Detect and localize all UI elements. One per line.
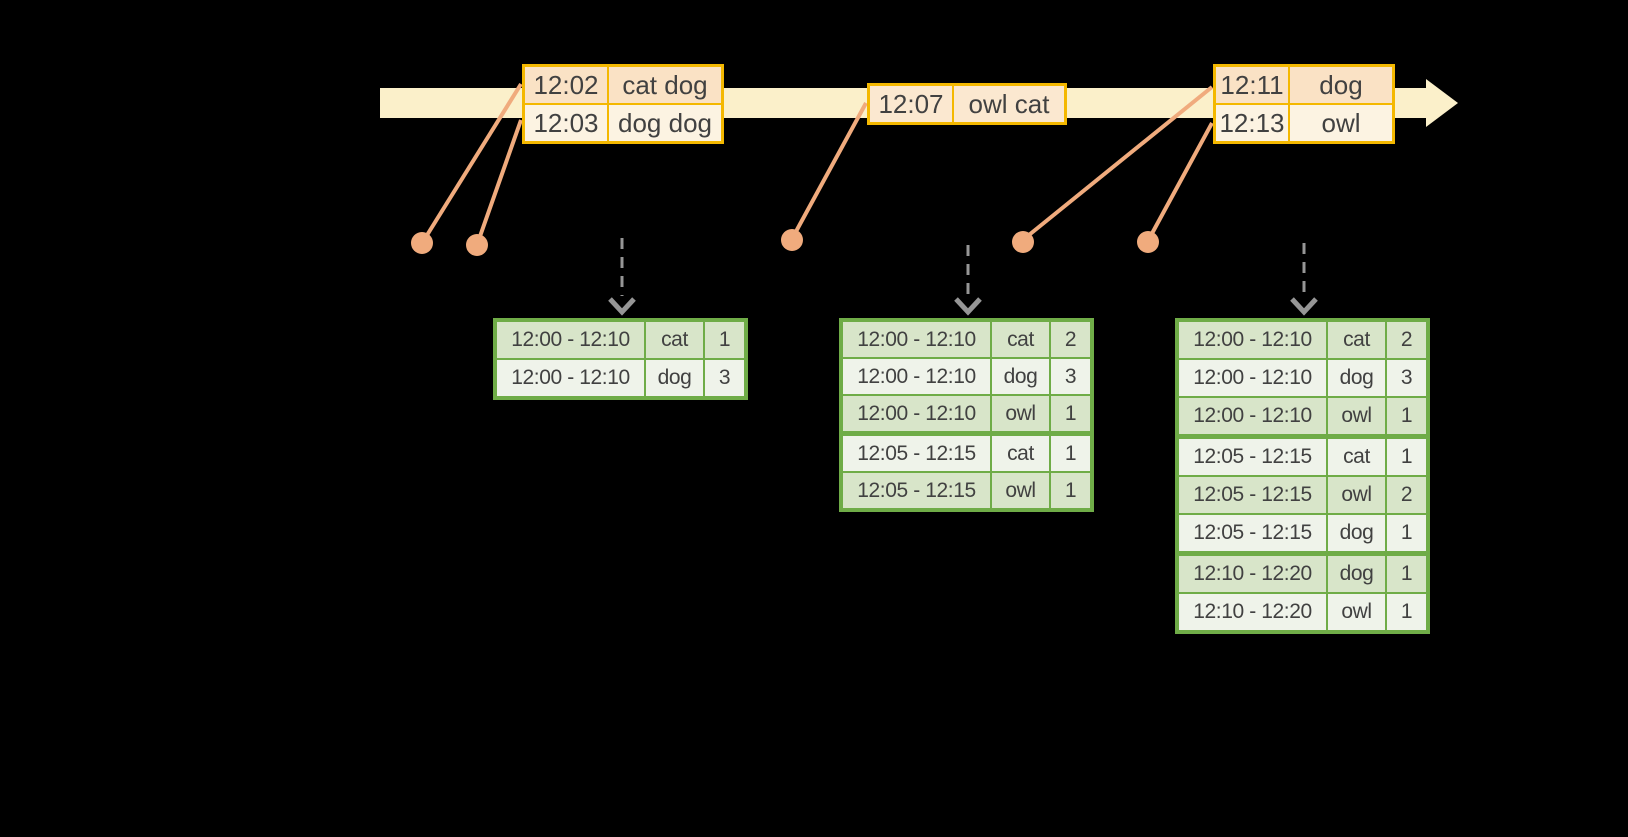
count-cell: 2 — [1387, 322, 1426, 358]
timeline-arrowhead-icon — [1426, 79, 1458, 127]
trigger-arrowhead-icon — [1290, 297, 1318, 316]
count-cell: 1 — [1387, 398, 1426, 434]
word-cell: owl — [1328, 477, 1385, 513]
event-dot — [1012, 231, 1034, 253]
count-cell: 2 — [1051, 322, 1090, 357]
event-time-cell: 12:07 — [870, 86, 952, 122]
window-cell: 12:00 - 12:10 — [1179, 322, 1326, 358]
count-cell: 1 — [1051, 473, 1090, 508]
window-cell: 12:05 - 12:15 — [843, 473, 990, 508]
event-dot — [781, 229, 803, 251]
event-words-cell: dog — [1290, 67, 1392, 103]
trigger-arrowhead-icon — [954, 297, 982, 316]
event-words-cell: dog dog — [609, 105, 721, 141]
event-dot — [411, 232, 433, 254]
count-cell: 1 — [1387, 439, 1426, 475]
trigger-arrowhead-icon — [608, 297, 636, 316]
word-cell: owl — [1328, 594, 1385, 630]
event-words-cell: cat dog — [609, 67, 721, 103]
event-connector-line — [476, 119, 523, 243]
word-cell: dog — [1328, 515, 1385, 551]
count-cell: 1 — [705, 322, 744, 358]
event-words-cell: owl cat — [954, 86, 1064, 122]
window-cell: 12:00 - 12:10 — [497, 322, 644, 358]
word-cell: cat — [1328, 439, 1385, 475]
window-cell: 12:00 - 12:10 — [1179, 360, 1326, 396]
event-connector-line — [1022, 85, 1214, 241]
word-cell: owl — [1328, 398, 1385, 434]
count-cell: 3 — [705, 360, 744, 396]
count-cell: 3 — [1387, 360, 1426, 396]
event-time-cell: 12:11 — [1216, 67, 1288, 103]
count-cell: 2 — [1387, 477, 1426, 513]
window-cell: 12:05 - 12:15 — [1179, 439, 1326, 475]
event-dot — [1137, 231, 1159, 253]
word-cell: owl — [992, 396, 1049, 431]
event-connector-line — [422, 82, 523, 242]
window-cell: 12:00 - 12:10 — [1179, 398, 1326, 434]
word-cell: dog — [1328, 556, 1385, 592]
window-cell: 12:05 - 12:15 — [1179, 515, 1326, 551]
count-cell: 1 — [1387, 556, 1426, 592]
window-cell: 12:05 - 12:15 — [843, 436, 990, 471]
event-words-cell: owl — [1290, 105, 1392, 141]
count-cell: 1 — [1051, 396, 1090, 431]
window-cell: 12:00 - 12:10 — [843, 396, 990, 431]
word-cell: dog — [646, 360, 703, 396]
count-cell: 1 — [1387, 515, 1426, 551]
count-cell: 1 — [1051, 436, 1090, 471]
word-cell: cat — [1328, 322, 1385, 358]
window-cell: 12:00 - 12:10 — [843, 359, 990, 394]
count-cell: 1 — [1387, 594, 1426, 630]
word-cell: dog — [1328, 360, 1385, 396]
window-cell: 12:05 - 12:15 — [1179, 477, 1326, 513]
word-cell: cat — [992, 322, 1049, 357]
event-time-cell: 12:03 — [525, 105, 607, 141]
event-time-cell: 12:02 — [525, 67, 607, 103]
window-cell: 12:00 - 12:10 — [497, 360, 644, 396]
event-dot — [466, 234, 488, 256]
window-cell: 12:00 - 12:10 — [843, 322, 990, 357]
event-connector-line — [1147, 122, 1214, 240]
word-cell: dog — [992, 359, 1049, 394]
word-cell: owl — [992, 473, 1049, 508]
event-time-cell: 12:13 — [1216, 105, 1288, 141]
word-cell: cat — [992, 436, 1049, 471]
event-connector-line — [791, 102, 868, 238]
count-cell: 3 — [1051, 359, 1090, 394]
window-cell: 12:10 - 12:20 — [1179, 556, 1326, 592]
word-cell: cat — [646, 322, 703, 358]
window-cell: 12:10 - 12:20 — [1179, 594, 1326, 630]
